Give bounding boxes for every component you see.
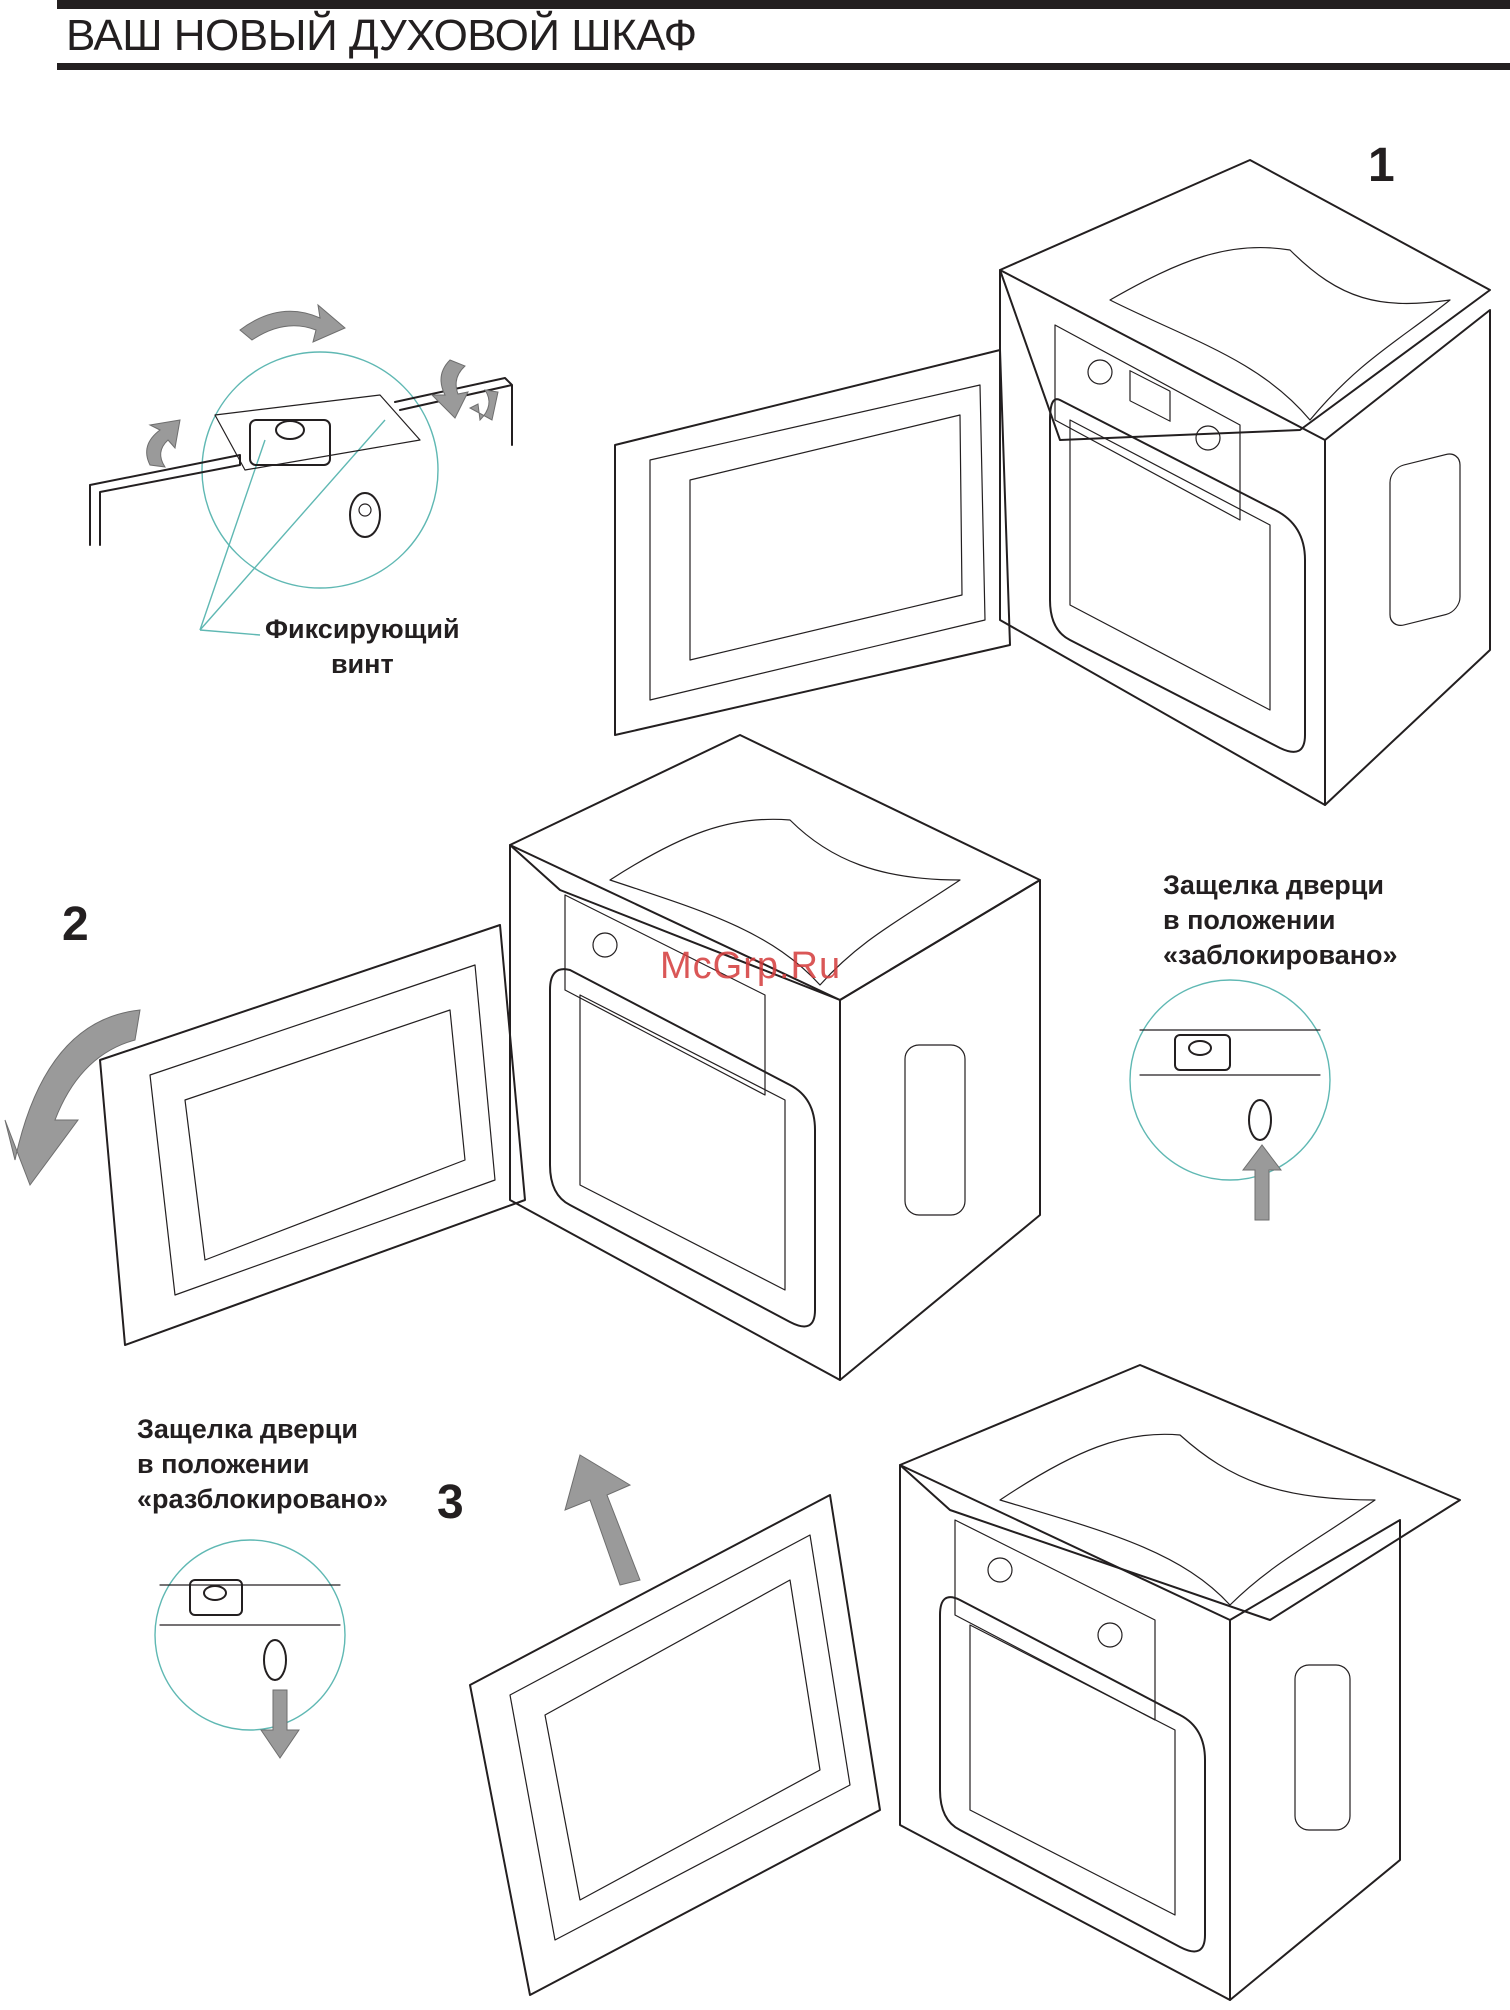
oven-figure-2 [5, 735, 1040, 1380]
oven-figure-1 [615, 160, 1490, 805]
oven-figure-3 [470, 1365, 1460, 2000]
caption-latch-locked-line2: в положении [1163, 903, 1398, 938]
caption-fixing-screw-line1: Фиксирующий [265, 612, 460, 647]
fixing-screw-detail [90, 305, 512, 635]
caption-latch-locked: Защелка дверци в положении «заблокирован… [1163, 868, 1398, 973]
caption-fixing-screw: Фиксирующий винт [265, 612, 460, 682]
caption-latch-unlocked-line2: в положении [137, 1447, 388, 1482]
watermark: McGrp.Ru [660, 945, 841, 988]
caption-latch-locked-line1: Защелка дверци [1163, 868, 1398, 903]
step-number-3: 3 [437, 1475, 464, 1530]
caption-latch-unlocked: Защелка дверци в положении «разблокирова… [137, 1412, 388, 1517]
latch-locked-detail [1130, 980, 1330, 1220]
caption-latch-unlocked-line1: Защелка дверци [137, 1412, 388, 1447]
caption-latch-locked-line3: «заблокировано» [1163, 938, 1398, 973]
latch-unlocked-detail [155, 1540, 345, 1758]
step-number-1: 1 [1368, 138, 1395, 193]
step-number-2: 2 [62, 897, 89, 952]
caption-fixing-screw-line2: винт [265, 647, 460, 682]
caption-latch-unlocked-line3: «разблокировано» [137, 1482, 388, 1517]
